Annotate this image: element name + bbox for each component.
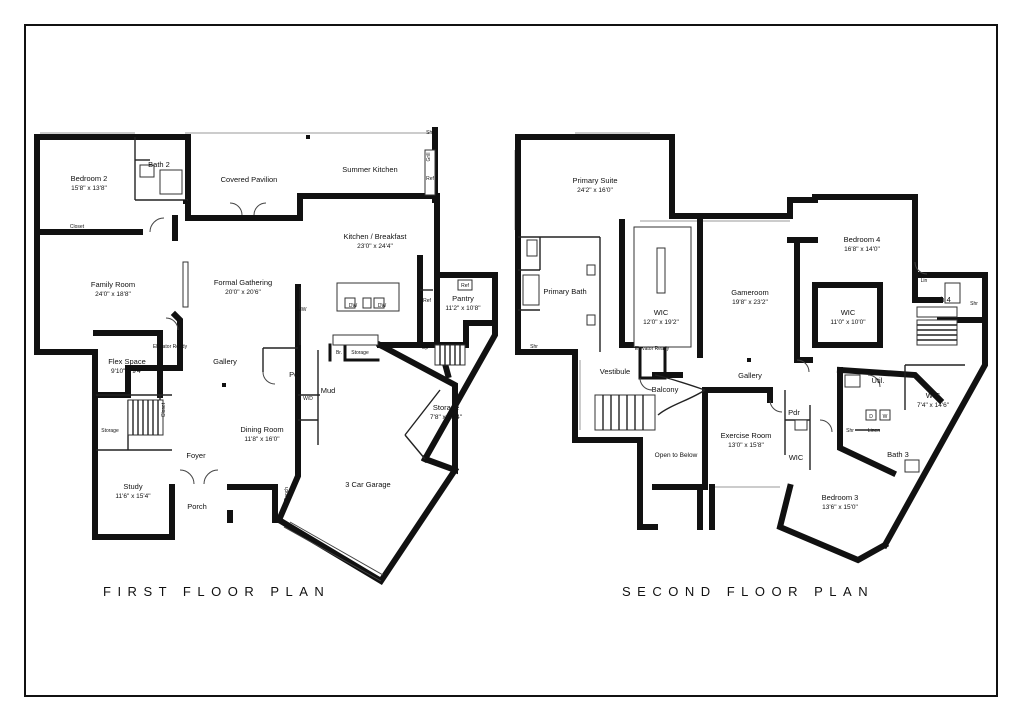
- first-floor-stair: [127, 344, 466, 436]
- fixture-label: Shr: [970, 301, 978, 307]
- room-name: Bedroom 4: [844, 235, 881, 244]
- room-name: Storage: [351, 350, 369, 356]
- room-dims: 11'2" x 10'8": [445, 305, 481, 312]
- first-floor-exterior-wall: [34, 134, 191, 540]
- room-name: Bath 3: [887, 450, 909, 459]
- fixture-label: W/D: [303, 396, 313, 402]
- second-floor-fixture-labels: Shr Shr Shr Lin Linen D W: [530, 278, 978, 434]
- fixture-label: Up: [422, 345, 429, 351]
- room-name: Kitchen / Breakfast: [344, 232, 408, 241]
- second-floor-plan-title: SECOND FLOOR PLAN: [622, 584, 875, 599]
- fixture-label: Ref: [461, 283, 469, 289]
- room-dims: 20'0" x 20'6": [225, 289, 261, 296]
- room-name: Summer Kitchen: [342, 165, 397, 174]
- fixture-label: Ref: [423, 298, 431, 304]
- room-name: Gallery: [213, 357, 237, 366]
- fixture-label: D: [869, 414, 873, 420]
- room-name: Closet: [161, 402, 167, 417]
- second-floor-exterior-wall: [515, 134, 918, 265]
- room-dims: 13'6" x 15'0": [822, 504, 858, 511]
- room-dims: 24'0" x 18'8": [95, 291, 131, 298]
- fixture-label: Shr: [846, 428, 854, 434]
- first-floor-doors: [149, 202, 276, 485]
- room-name: Covered Pavilion: [221, 175, 278, 184]
- garage-wall: [274, 340, 460, 586]
- room-name: Bath 4: [929, 295, 951, 304]
- room-name: Storage: [101, 428, 119, 434]
- second-floor-room-labels: Primary Suite 24'2" x 16'0" Primary Bath…: [543, 176, 951, 511]
- room-dims: 24'2" x 16'0": [577, 187, 613, 194]
- room-dims: 19'8" x 23'2": [732, 299, 768, 306]
- first-floor-partitions: [96, 137, 441, 460]
- room-name: Pantry: [452, 294, 474, 303]
- room-dims: 11'0" x 10'0": [830, 319, 866, 326]
- second-floor-doors: [639, 261, 928, 433]
- fixture-label: Ref: [426, 176, 434, 182]
- fixture-label: W: [883, 414, 888, 420]
- fixture-label: Lin: [921, 278, 928, 284]
- room-name: Primary Suite: [572, 176, 617, 185]
- room-name: Porch: [187, 502, 207, 511]
- room-name: Foyer: [186, 451, 206, 460]
- room-name: Balcony: [652, 385, 679, 394]
- room-name: Flex Space: [108, 357, 146, 366]
- room-dims: 7'8" x 15'4": [430, 414, 463, 421]
- room-name: WIC: [789, 453, 804, 462]
- fixture-label: DW: [378, 303, 387, 309]
- room-name: Exercise Room: [721, 431, 772, 440]
- room-name: WIC: [841, 308, 856, 317]
- sheet-border: [24, 24, 998, 697]
- room-name: Study: [123, 482, 142, 491]
- room-dims: 9'10" x 9'4": [111, 368, 144, 375]
- first-floor-plan-title: FIRST FLOOR PLAN: [103, 584, 331, 599]
- room-name: Dining Room: [240, 425, 283, 434]
- fixture-label: Grill: [426, 153, 432, 162]
- room-name: Bath 2: [148, 160, 170, 169]
- room-dims: 7'4" x 14'6": [917, 402, 950, 409]
- room-name: WIC: [926, 391, 941, 400]
- room-name: Vestibule: [600, 367, 630, 376]
- room-name: Family Room: [91, 280, 135, 289]
- first-floor-fixture-labels: Shr Grill Ref Ref Ref MW DW DW Br. Up W/…: [298, 130, 470, 402]
- room-name: Bedroom 2: [71, 174, 108, 183]
- room-name: Gameroom: [731, 288, 769, 297]
- room-dims: 15'8" x 13'8": [71, 185, 107, 192]
- room-name: Storage: [433, 403, 459, 412]
- fixture-label: Shr: [530, 344, 538, 350]
- room-name: WIC: [654, 308, 669, 317]
- room-name: Mud: [321, 386, 336, 395]
- room-name: Formal Gathering: [214, 278, 272, 287]
- room-name: Open to Below: [655, 452, 698, 459]
- room-dims: 16'8" x 14'0": [844, 246, 880, 253]
- room-name: Primary Bath: [543, 287, 586, 296]
- room-name: Pdr: [289, 370, 301, 379]
- room-name: 3 Car Garage: [345, 480, 390, 489]
- fixture-label: Br.: [336, 350, 342, 356]
- room-name: Closet: [70, 224, 85, 230]
- room-name: Elevator Ready: [153, 344, 188, 350]
- fixture-label: Shr: [426, 130, 434, 136]
- room-dims: 11'8" x 16'0": [244, 436, 280, 443]
- second-floor-plan: Primary Suite 24'2" x 16'0" Primary Bath…: [514, 132, 988, 564]
- balcony-railing: [657, 389, 706, 416]
- room-name: Gallery: [738, 371, 762, 380]
- room-dims: 12'0" x 19'2": [643, 319, 679, 326]
- second-floor-partitions: [518, 226, 965, 473]
- first-floor-plan: Bedroom 2 15'8" x 13'8" Bath 2 Covered P…: [34, 127, 498, 586]
- room-dims: 11'6" x 15'4": [115, 493, 151, 500]
- room-name: Elevator Ready: [635, 346, 670, 352]
- fixture-label: MW: [298, 307, 307, 313]
- room-dims: 23'0" x 24'4": [357, 243, 393, 250]
- room-dims: 13'0" x 15'8": [728, 442, 764, 449]
- room-name: Util.: [872, 376, 885, 385]
- room-name: Bedroom 3: [822, 493, 859, 502]
- fixture-label: Linen: [868, 428, 880, 434]
- room-name: Bench: [284, 487, 290, 501]
- room-name: Pdr: [788, 408, 800, 417]
- second-floor-stairs: [594, 319, 958, 431]
- first-floor-room-labels: Bedroom 2 15'8" x 13'8" Bath 2 Covered P…: [70, 160, 481, 511]
- fixture-label: DW: [349, 303, 358, 309]
